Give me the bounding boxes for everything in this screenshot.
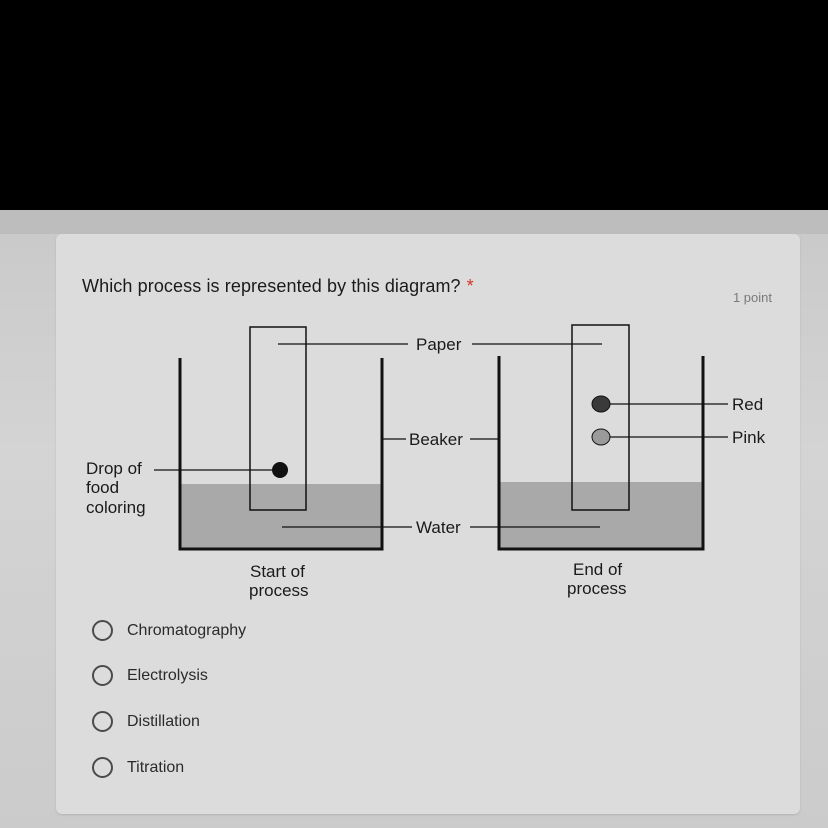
option-distillation[interactable]: Distillation bbox=[92, 711, 200, 732]
question-card: Which process is represented by this dia… bbox=[56, 234, 800, 814]
points-label: 1 point bbox=[732, 290, 772, 305]
pink-spot bbox=[591, 428, 611, 446]
label-end-line1: End of bbox=[573, 560, 622, 579]
option-chromatography[interactable]: Chromatography bbox=[92, 620, 246, 641]
option-titration[interactable]: Titration bbox=[92, 757, 184, 778]
radio-button[interactable] bbox=[92, 620, 113, 641]
label-start-line2: process bbox=[249, 581, 309, 600]
label-pink: Pink bbox=[732, 428, 766, 447]
option-label: Chromatography bbox=[127, 621, 247, 639]
label-water: Water bbox=[416, 518, 461, 537]
label-red: Red bbox=[732, 395, 763, 414]
label-paper: Paper bbox=[416, 335, 462, 354]
radio-button[interactable] bbox=[92, 757, 113, 778]
paper-strip-right bbox=[571, 324, 630, 511]
water-left bbox=[181, 484, 381, 548]
option-label: Distillation bbox=[127, 712, 200, 730]
question-text: Which process is represented by this dia… bbox=[82, 276, 461, 296]
beaker-left bbox=[178, 358, 384, 551]
top-band bbox=[0, 210, 828, 234]
paper-strip-left bbox=[249, 326, 307, 511]
option-label: Titration bbox=[127, 758, 185, 776]
radio-button[interactable] bbox=[92, 711, 113, 732]
beaker-right bbox=[497, 356, 705, 551]
option-electrolysis[interactable]: Electrolysis bbox=[92, 665, 208, 686]
label-drop-line1: Drop of bbox=[86, 459, 142, 478]
radio-button[interactable] bbox=[92, 665, 113, 686]
label-drop-line2: food bbox=[86, 478, 119, 497]
label-end-line2: process bbox=[567, 579, 627, 598]
diagram: Paper Beaker Water Red Pink Drop of food… bbox=[86, 324, 766, 600]
label-drop-line3: coloring bbox=[86, 498, 146, 517]
screen: Which process is represented by this dia… bbox=[0, 210, 828, 828]
red-spot bbox=[591, 395, 611, 413]
label-beaker: Beaker bbox=[409, 430, 463, 449]
food-coloring-drop bbox=[272, 462, 288, 478]
required-asterisk: * bbox=[466, 276, 474, 296]
option-label: Electrolysis bbox=[127, 666, 208, 684]
label-start-line1: Start of bbox=[250, 562, 305, 581]
question-title: Which process is represented by this dia… bbox=[82, 276, 474, 297]
water-right bbox=[500, 482, 702, 548]
